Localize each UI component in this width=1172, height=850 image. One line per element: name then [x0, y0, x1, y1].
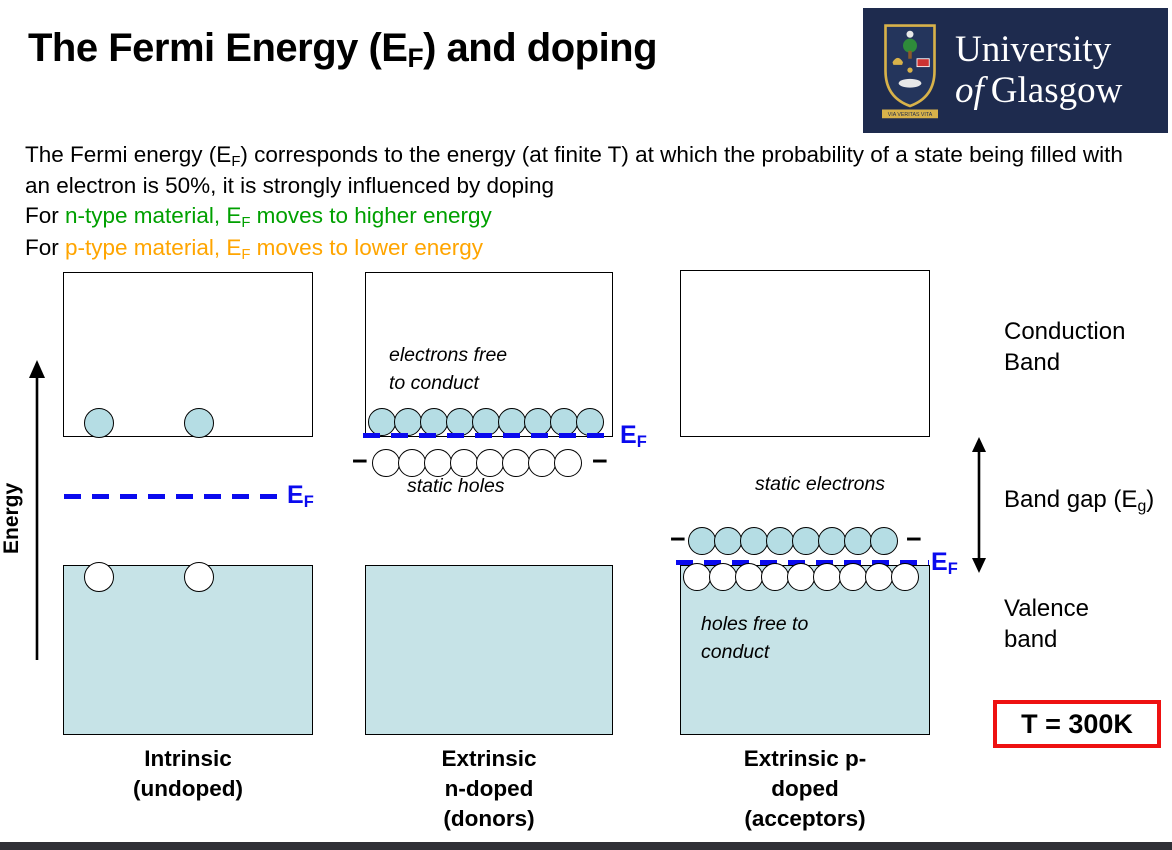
hole-icon: [528, 449, 556, 477]
n-type-colored-text: n-type material, EF moves to higher ener…: [65, 203, 492, 231]
temperature-value: T = 300K: [1021, 708, 1133, 739]
hole-icon: [450, 449, 478, 477]
page-title: The Fermi Energy (EF) and doping: [28, 26, 658, 74]
minus-sign: −: [592, 446, 608, 476]
hole-icon: [735, 563, 763, 591]
valence-band-box-intrinsic: [63, 565, 313, 735]
electron-icon: [394, 408, 422, 436]
hole-icon: [554, 449, 582, 477]
minus-sign: −: [352, 446, 368, 476]
caption-ndoped: Extrinsic n-doped (donors): [441, 746, 537, 831]
band-gap-arrow: [972, 437, 986, 573]
hole-icon: [761, 563, 789, 591]
p-type-prefix: For: [25, 235, 66, 260]
electron-icon: [446, 408, 474, 436]
free-holes-row: [683, 563, 919, 591]
hole-icon: [184, 562, 214, 592]
electron-icon: [472, 408, 500, 436]
electron-icon: [870, 527, 898, 555]
electron-icon: [792, 527, 820, 555]
valence-band-label: Valence band: [1004, 595, 1089, 653]
university-crest-icon: VIA VERITAS VITA: [882, 23, 938, 118]
electron-icon: [766, 527, 794, 555]
title-subscript: F: [407, 43, 424, 74]
intro-text: The Fermi energy (EF) corresponds to the…: [25, 139, 1143, 201]
electron-icon: [420, 408, 448, 436]
temperature-box: T = 300K: [993, 700, 1161, 748]
title-text-end: ) and doping: [423, 26, 658, 70]
holes-row: [84, 562, 214, 592]
free-electrons-row: [84, 408, 214, 438]
electrons-free-note: electrons free to conduct: [389, 344, 508, 394]
electron-icon: [688, 527, 716, 555]
static-electrons-row: [688, 527, 898, 555]
energy-axis-arrow: [29, 360, 45, 660]
minus-sign: −: [670, 524, 686, 554]
fermi-level-line: [363, 433, 614, 438]
n-type-prefix: For: [25, 203, 66, 228]
hole-icon: [865, 563, 893, 591]
electron-icon: [740, 527, 768, 555]
holes-free-note: holes free to conduct: [701, 613, 809, 663]
hole-icon: [787, 563, 815, 591]
hole-icon: [398, 449, 426, 477]
static-holes-label: static holes: [407, 475, 505, 497]
electron-icon: [818, 527, 846, 555]
valence-band-box-ndoped: [365, 565, 613, 735]
fermi-level-label: EF: [931, 548, 958, 578]
valence-band-box-pdoped: [680, 565, 930, 735]
p-type-line: For p-type material, EF moves to lower e…: [25, 235, 484, 263]
caption-pdoped: Extrinsic p- doped (acceptors): [743, 746, 867, 831]
intro-post: ) corresponds to the energy (at finite T…: [25, 142, 1123, 198]
conduction-band-label: Conduction Band: [1004, 318, 1126, 376]
electron-icon: [576, 408, 604, 436]
electron-icon: [368, 408, 396, 436]
bottom-edge-bar: [0, 842, 1172, 850]
hole-icon: [813, 563, 841, 591]
electron-icon: [184, 408, 214, 438]
electron-icon: [84, 408, 114, 438]
fermi-level-label: EF: [287, 481, 314, 511]
fermi-level-label: EF: [620, 421, 647, 451]
logo-glasgow: Glasgow: [990, 69, 1123, 111]
minus-sign: −: [906, 524, 922, 554]
fermi-level-line: [64, 494, 282, 499]
hole-icon: [372, 449, 400, 477]
logo-line1: University: [955, 28, 1112, 70]
electron-icon: [714, 527, 742, 555]
hole-icon: [424, 449, 452, 477]
hole-icon: [84, 562, 114, 592]
hole-icon: [709, 563, 737, 591]
fermi-level-line: [676, 560, 929, 565]
electron-icon: [498, 408, 526, 436]
energy-axis-label: Energy: [0, 482, 23, 554]
title-text: The Fermi Energy (E: [28, 26, 408, 70]
band-gap-label: Band gap (Eg): [1004, 486, 1155, 515]
intro-subscript: F: [231, 153, 241, 170]
intro-pre: The Fermi energy (E: [25, 142, 232, 167]
electron-icon: [844, 527, 872, 555]
hole-icon: [891, 563, 919, 591]
free-electrons-row: [368, 408, 604, 436]
logo-motto: VIA VERITAS VITA: [888, 112, 933, 118]
logo-of: of: [955, 69, 984, 111]
p-type-colored-text: p-type material, EF moves to lower energ…: [65, 235, 484, 263]
hole-icon: [502, 449, 530, 477]
static-holes-row: [372, 449, 582, 477]
electron-icon: [524, 408, 552, 436]
static-electrons-label: static electrons: [755, 473, 886, 495]
hole-icon: [839, 563, 867, 591]
hole-icon: [476, 449, 504, 477]
caption-intrinsic: Intrinsic (undoped): [133, 746, 243, 801]
conduction-band-box-pdoped: [680, 270, 930, 437]
electron-icon: [550, 408, 578, 436]
n-type-line: For n-type material, EF moves to higher …: [25, 203, 492, 231]
hole-icon: [683, 563, 711, 591]
